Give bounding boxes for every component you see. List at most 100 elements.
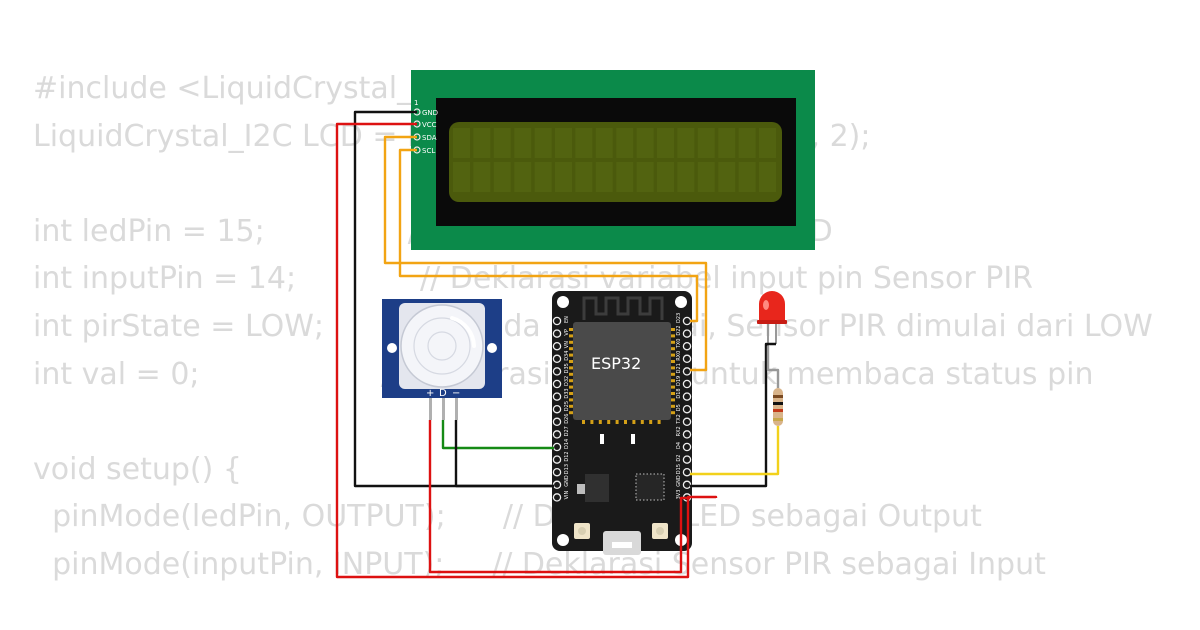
esp32-pin-label: VP xyxy=(564,329,570,335)
esp32-pin-left[interactable] xyxy=(552,316,562,326)
lcd-char-cell xyxy=(493,128,511,158)
esp32-pin-left[interactable] xyxy=(552,354,562,364)
chip-pad xyxy=(671,385,675,389)
esp32-pin-right[interactable] xyxy=(682,404,692,414)
lcd-char-cell xyxy=(534,128,552,158)
esp32-pin-left[interactable] xyxy=(552,341,562,351)
chip-pad xyxy=(569,360,573,363)
chip-pad xyxy=(671,366,675,370)
lcd-char-cell xyxy=(453,162,470,192)
lcd-pin-label-vcc: VCC xyxy=(422,121,437,129)
pir-mount-hole-left xyxy=(387,343,397,353)
esp32-pin-label: D33 xyxy=(564,388,570,398)
pir-pin-vcc[interactable] xyxy=(429,398,432,420)
wire-lcd-gnd[interactable] xyxy=(353,110,554,488)
wire-resistor-d15[interactable] xyxy=(690,426,780,476)
chip-pad xyxy=(569,398,573,402)
esp32-pin-right[interactable] xyxy=(682,392,692,401)
resistor[interactable] xyxy=(773,388,783,426)
wire-led-cathode[interactable] xyxy=(690,342,776,488)
pir-dome xyxy=(400,304,484,388)
wire-lcd-sda[interactable] xyxy=(383,135,708,372)
lcd-char-cell xyxy=(697,128,715,158)
esp32-pin-right[interactable] xyxy=(682,455,692,464)
pir-mount-hole-right xyxy=(487,343,497,353)
lcd-module[interactable]: 1 GND VCC SDA SCL xyxy=(411,70,815,250)
esp32-pin-label: D23 xyxy=(676,313,682,323)
pir-sensor[interactable]: + D − xyxy=(382,299,502,420)
chip-pad xyxy=(569,372,573,376)
esp32-pin-right[interactable] xyxy=(682,341,692,351)
esp32-pin-label: D2 xyxy=(676,455,682,462)
pir-pin-data[interactable] xyxy=(442,398,445,420)
esp32-pin-left[interactable] xyxy=(552,379,562,389)
lcd-char-cell xyxy=(636,162,654,192)
esp32-pin-label: TX0 xyxy=(676,339,682,350)
esp32-led-right xyxy=(631,434,635,444)
esp32-pin-left[interactable] xyxy=(552,430,562,439)
lcd-char-cell xyxy=(575,128,593,158)
esp32-boot-button-cap xyxy=(578,527,586,535)
lcd-char-cell xyxy=(473,162,491,192)
lcd-pin-header: GND VCC SDA SCL xyxy=(413,108,438,155)
led-rim xyxy=(757,320,787,324)
esp32-pin-right[interactable] xyxy=(682,316,692,326)
esp32-pin-right[interactable] xyxy=(682,329,692,338)
esp32-pin-left[interactable] xyxy=(552,480,562,490)
esp32-led-left xyxy=(600,434,604,444)
chip-pad xyxy=(615,420,619,424)
esp32-pin-label: D15 xyxy=(676,464,682,474)
esp32-pin-right[interactable] xyxy=(682,379,692,389)
wire-led-resistor[interactable] xyxy=(766,346,780,388)
esp32-pin-right[interactable] xyxy=(682,480,692,490)
wire-pir-gnd[interactable] xyxy=(454,420,554,488)
esp32-pin-left[interactable] xyxy=(552,442,562,452)
lcd-char-cell xyxy=(616,128,634,158)
lcd-char-cell xyxy=(657,162,674,192)
esp32-pin-label: D4 xyxy=(676,442,682,449)
chip-pad xyxy=(671,353,675,357)
esp32-pin-left[interactable] xyxy=(552,392,562,401)
chip-pad xyxy=(624,420,627,424)
wire-lcd-vcc[interactable] xyxy=(335,122,718,579)
esp32-pin-right[interactable] xyxy=(682,417,692,427)
chip-pad xyxy=(671,404,675,408)
pir-pin-gnd[interactable] xyxy=(455,398,458,420)
esp32-pin-label: D35 xyxy=(564,363,570,373)
chip-pad xyxy=(590,420,594,424)
chip-pad xyxy=(582,420,585,424)
esp32-regulator-tab xyxy=(577,484,585,494)
wire-pir-vcc[interactable] xyxy=(428,420,690,574)
esp32-board[interactable]: ESP32 ENVPVND34D35D32D33D25D26D27D14D12D… xyxy=(552,291,692,555)
esp32-pin-left[interactable] xyxy=(552,417,562,427)
red-led[interactable] xyxy=(757,291,787,346)
esp32-pin-left[interactable] xyxy=(552,329,562,338)
lcd-char-cell xyxy=(616,162,634,192)
chip-pad xyxy=(671,379,675,383)
esp32-pin-right[interactable] xyxy=(682,367,692,376)
led-anode-leg xyxy=(767,322,769,346)
esp32-pin-left[interactable] xyxy=(552,467,562,477)
esp32-pin-right[interactable] xyxy=(682,354,692,364)
esp32-pin-right[interactable] xyxy=(682,430,692,439)
esp32-pin-left[interactable] xyxy=(552,493,562,502)
esp32-pin-left[interactable] xyxy=(552,367,562,376)
esp32-pin-right[interactable] xyxy=(682,467,692,477)
lcd-char-cell xyxy=(738,162,756,192)
wire-pir-data[interactable] xyxy=(441,420,554,450)
esp32-mount-hole-tr xyxy=(675,296,687,308)
pir-dome-center xyxy=(427,331,457,361)
esp32-pin-left[interactable] xyxy=(552,455,562,464)
esp32-pin-left[interactable] xyxy=(552,404,562,414)
lcd-char-cell xyxy=(718,128,736,158)
lcd-char-cell xyxy=(657,128,674,158)
pir-dome-ring xyxy=(413,317,471,375)
esp32-pin-label: D26 xyxy=(564,414,570,424)
esp32-pin-label: VIN xyxy=(564,491,570,500)
esp32-pin-right[interactable] xyxy=(682,442,692,452)
chip-pad xyxy=(671,392,675,395)
wire-lcd-scl[interactable] xyxy=(398,148,699,323)
esp32-chip-shield xyxy=(573,322,671,420)
esp32-reset-button-cap xyxy=(656,527,664,535)
